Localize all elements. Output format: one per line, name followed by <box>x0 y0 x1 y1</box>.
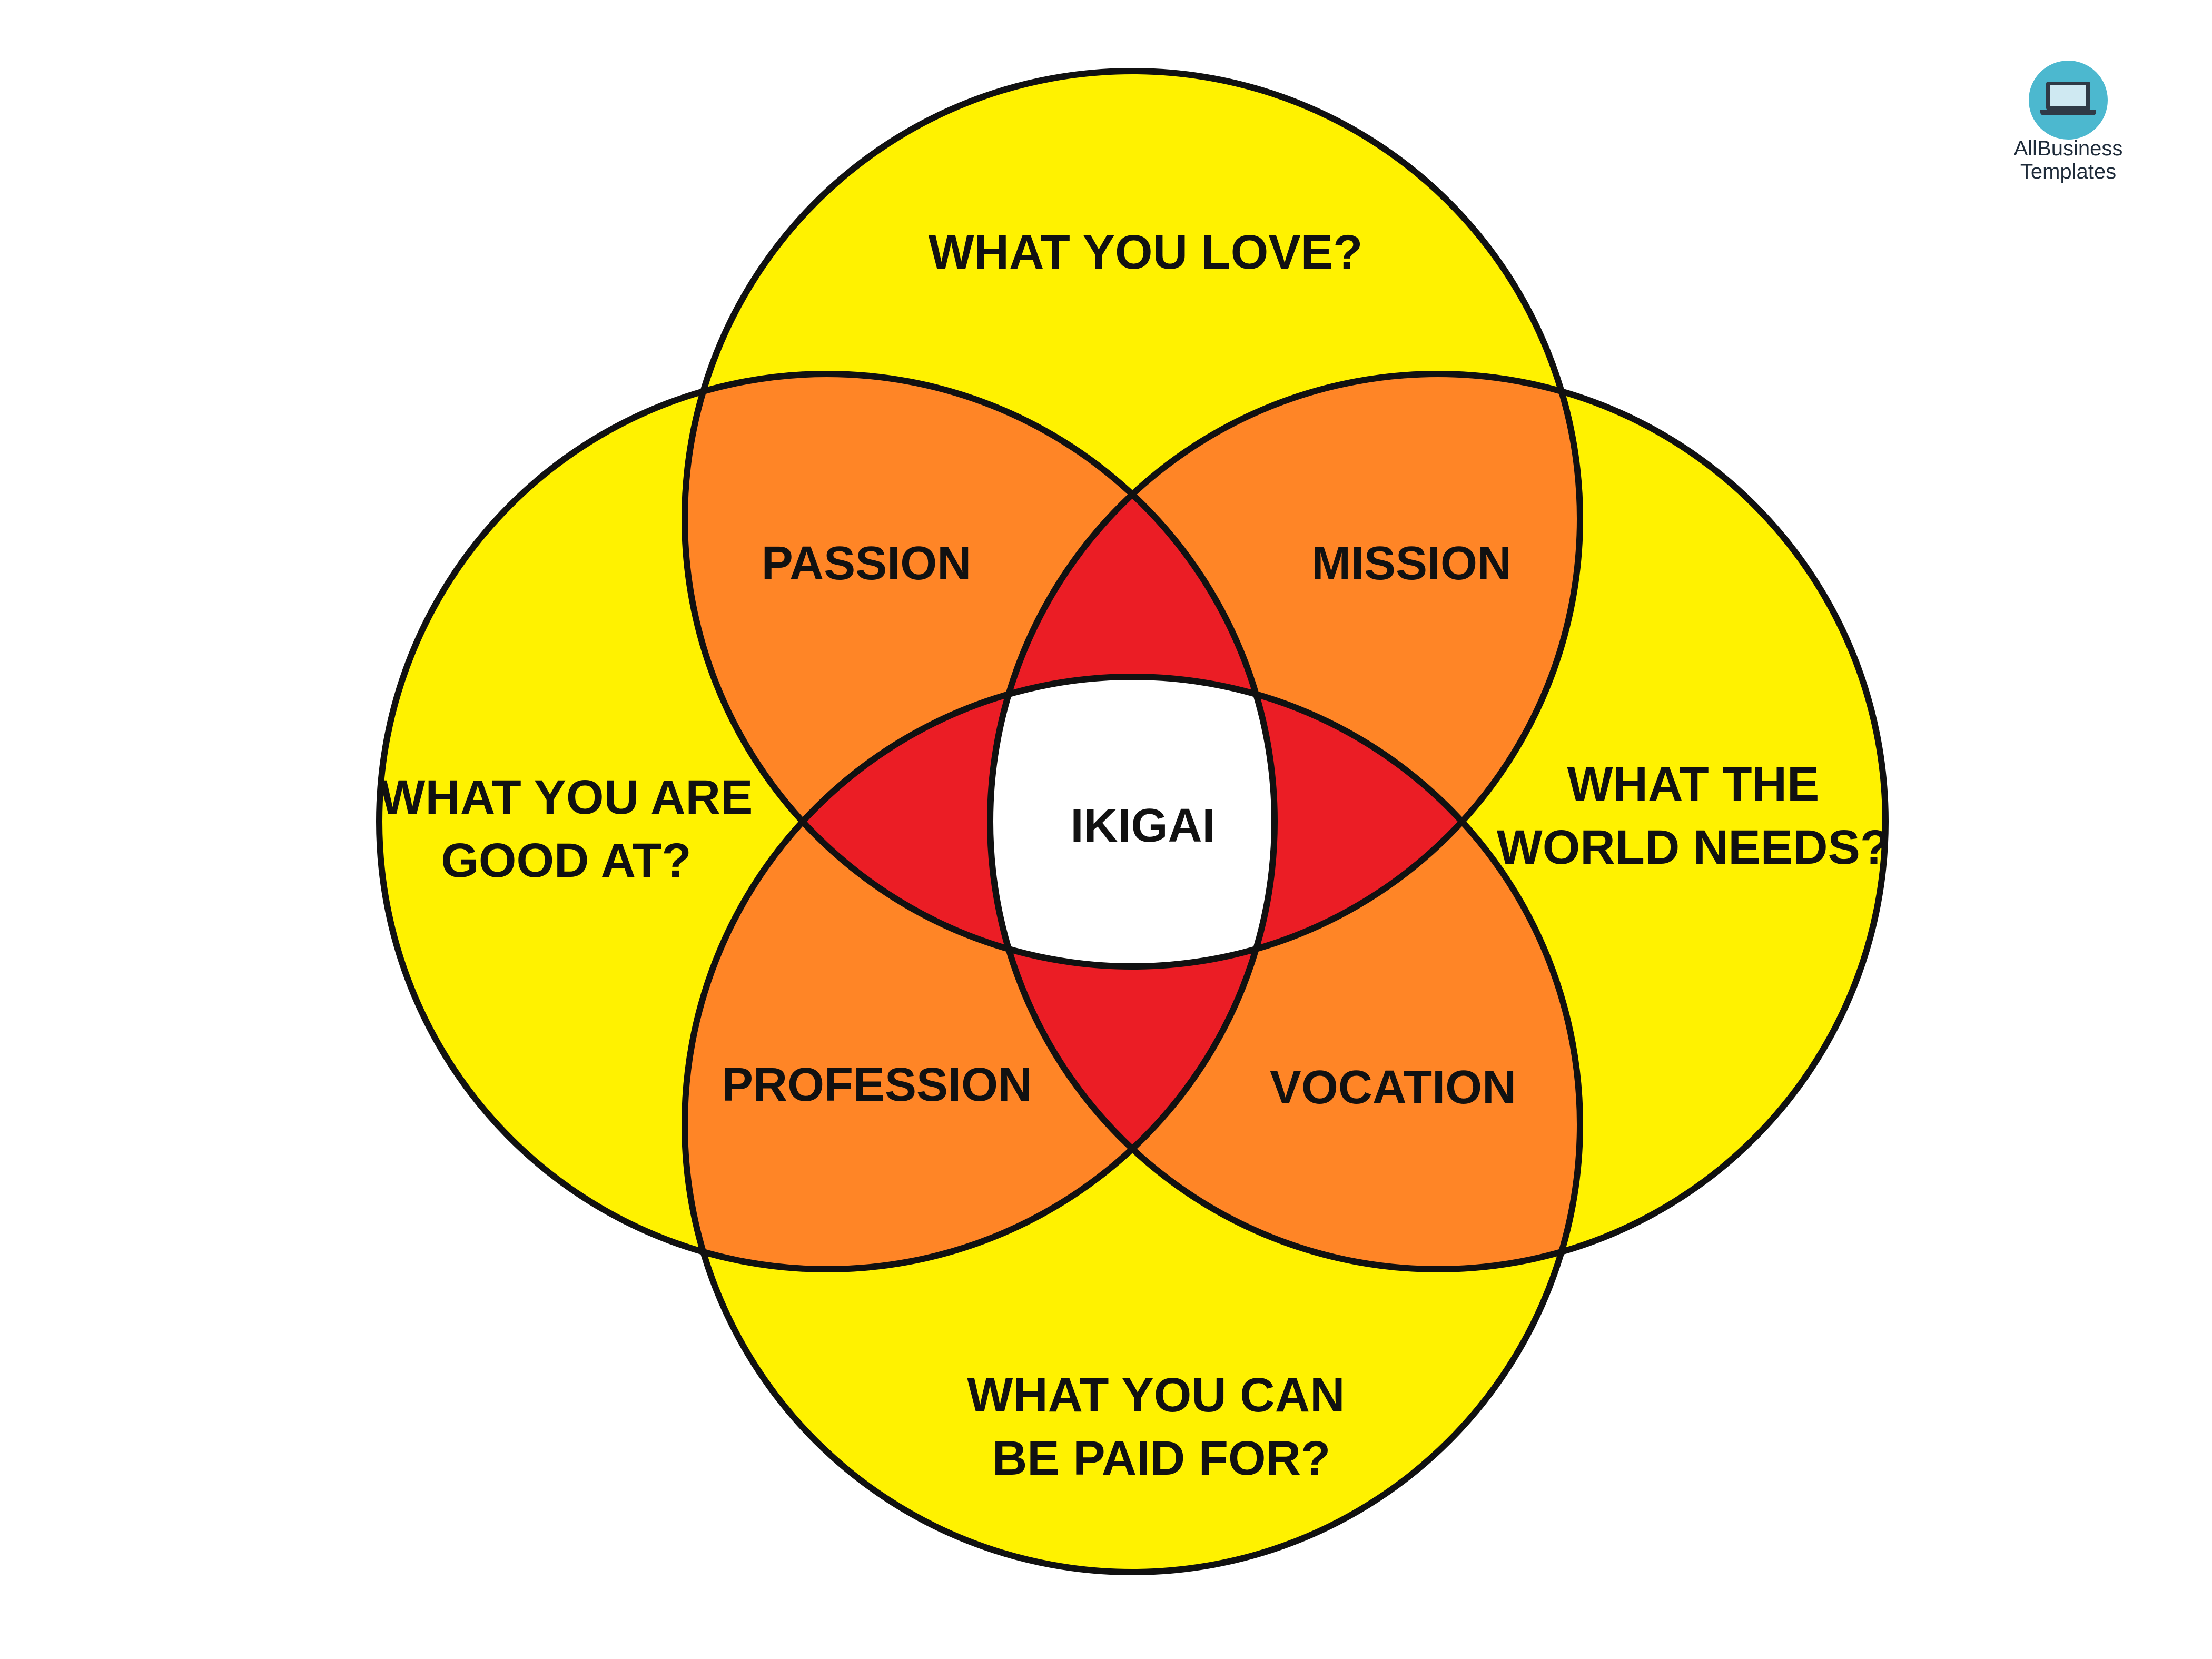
label-profession: PROFESSION <box>722 1059 1032 1111</box>
circle-paid-for-outline <box>682 674 1583 1575</box>
laptop-screen-inner <box>2050 85 2086 106</box>
overlap-top-left-bottom-fill <box>685 677 1275 966</box>
labels: WHAT YOU LOVE? WHAT YOU ARE GOOD AT? WHA… <box>380 225 1890 1485</box>
circle-outlines <box>376 68 1889 1575</box>
logo-text-line1: AllBusiness <box>2013 137 2123 160</box>
label-paid-for-line2: BE PAID FOR? <box>992 1431 1330 1485</box>
label-vocation: VOCATION <box>1270 1061 1516 1114</box>
label-good-at-line2: GOOD AT? <box>441 834 691 887</box>
label-good-at-line1: WHAT YOU ARE <box>380 771 753 824</box>
logo-text-line2: Templates <box>2020 160 2117 183</box>
label-what-you-love: WHAT YOU LOVE? <box>929 225 1363 279</box>
laptop-base <box>2040 110 2096 115</box>
circle-love-outline <box>682 68 1583 970</box>
overlap-left-right-top-fill <box>990 374 1275 966</box>
overlap-left-right-bottom-fill <box>990 677 1275 1269</box>
circle-world-needs-outline <box>987 371 1889 1272</box>
allbusiness-templates-logo: AllBusiness Templates <box>1996 61 2154 187</box>
label-passion: PASSION <box>762 537 971 590</box>
label-world-needs-line2: WORLD NEEDS? <box>1497 821 1890 874</box>
overlap-top-right-bottom-fill <box>990 677 1580 966</box>
laptop-icon <box>2029 61 2108 140</box>
laptop-screen <box>2046 82 2090 110</box>
label-world-needs-line1: WHAT THE <box>1567 757 1820 811</box>
circle-good-at-outline <box>376 371 1278 1272</box>
label-mission: MISSION <box>1311 537 1512 590</box>
triple-overlap-fills <box>685 374 1580 1269</box>
label-paid-for-line1: WHAT YOU CAN <box>967 1368 1345 1422</box>
label-ikigai: IKIGAI <box>1070 799 1215 852</box>
